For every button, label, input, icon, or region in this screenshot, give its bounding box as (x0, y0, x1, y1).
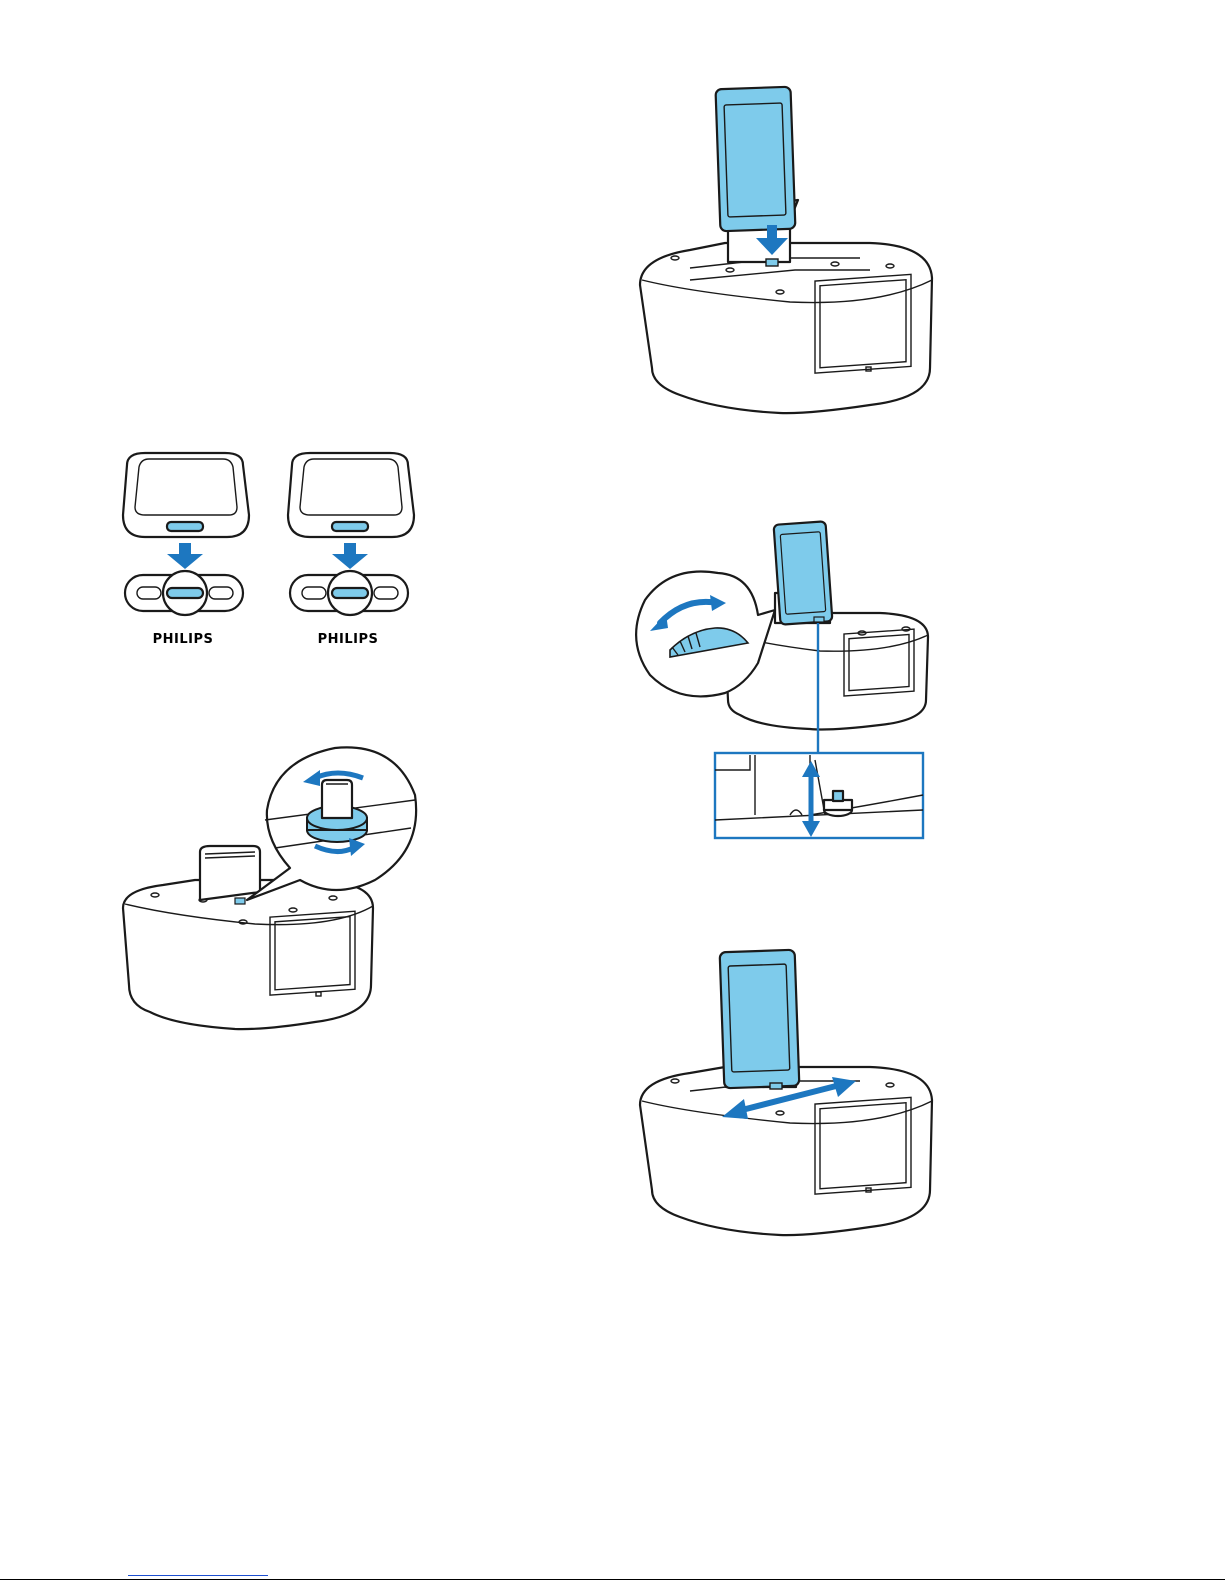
figure-slide-device (630, 945, 940, 1240)
docking-speaker (640, 243, 932, 413)
dock-connector-top-view-left (125, 571, 243, 615)
dock-connector-top-view-right (290, 571, 408, 615)
phone-device (720, 950, 800, 1089)
dock-support-bracket (200, 846, 260, 900)
figure-insert-device (630, 80, 940, 420)
footer-rule (0, 1579, 1225, 1580)
brand-label-left: PHILIPS (153, 632, 214, 647)
docking-speaker (123, 880, 373, 1029)
footer-link-underline (128, 1575, 268, 1576)
down-arrow-icon (167, 543, 203, 569)
phone-device (774, 521, 833, 624)
docking-speaker (640, 1067, 932, 1235)
phone-bottom-left (123, 453, 249, 537)
phone-device (716, 87, 796, 232)
brand-label-right: PHILIPS (318, 632, 379, 647)
phone-bottom-right (288, 453, 414, 537)
figure-connector-orientation: PHILIPS PHILIPS (115, 445, 425, 655)
zoom-callout-connector (247, 747, 416, 900)
figure-adjust-support (630, 515, 940, 845)
figure-rotate-connector (115, 740, 425, 1040)
detail-height-adjust (715, 753, 923, 838)
down-arrow-icon (332, 543, 368, 569)
